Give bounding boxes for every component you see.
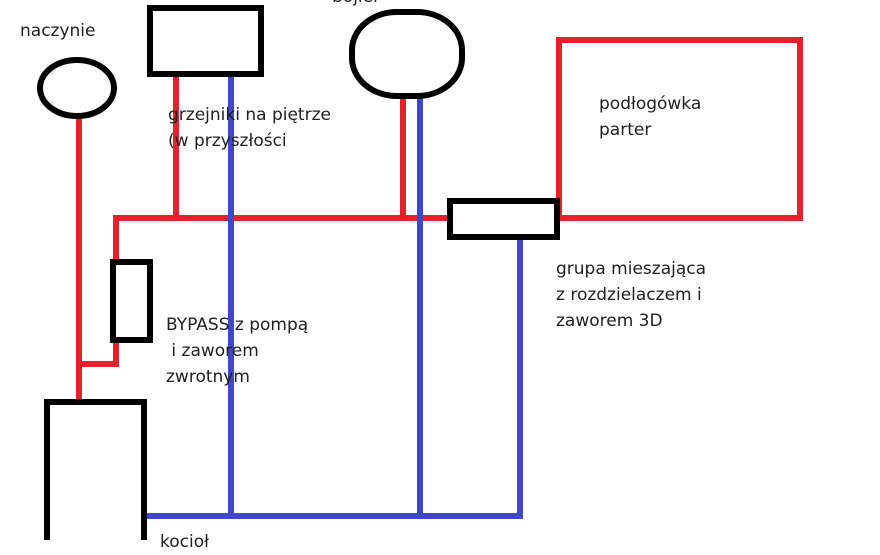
label-bojler-text: bojler <box>332 0 380 10</box>
label-bypass-line: i zaworem <box>166 341 259 361</box>
label-podlogowka-line: podłogówka <box>599 94 702 114</box>
podlogowka-floor-heating <box>556 37 803 221</box>
label-bypass-line: zwrotnym <box>166 367 250 387</box>
label-naczynie: naczynie <box>20 18 95 44</box>
label-grzejniki: grzejniki na piętrze (w przyszłości <box>168 102 331 154</box>
naczynie-expansion-vessel <box>37 57 117 119</box>
label-grzejniki-line: (w przyszłości <box>168 131 287 151</box>
label-kociol: kocioł <box>160 529 209 555</box>
kociol-furnace <box>44 399 147 540</box>
label-bypass: BYPASS z pompą i zaworem zwrotnym <box>166 312 308 390</box>
label-bojler: bojler <box>332 0 380 10</box>
label-grzejniki-line: grzejniki na piętrze <box>168 105 331 125</box>
bypass-pump <box>110 259 153 343</box>
label-grupa-mieszajaca: grupa mieszająca z rozdzielaczem i zawor… <box>556 256 706 334</box>
supply-pipe-bypass-upper <box>113 215 453 265</box>
bojler-boiler <box>349 9 465 99</box>
label-kociol-text: kocioł <box>160 532 209 552</box>
heating-schematic <box>37 5 803 540</box>
label-podlogowka: podłogówka parter <box>599 91 701 143</box>
label-grupa-line: zaworem 3D <box>556 311 663 331</box>
grzejniki-radiators <box>147 5 264 77</box>
label-grupa-line: grupa mieszająca <box>556 259 707 279</box>
grupa-mieszajaca-mixing-group <box>447 198 560 240</box>
label-podlogowka-line: parter <box>599 120 652 140</box>
label-bypass-line: BYPASS z pompą <box>166 315 309 335</box>
label-grupa-line: z rozdzielaczem i <box>556 285 702 305</box>
label-naczynie-text: naczynie <box>20 21 96 41</box>
